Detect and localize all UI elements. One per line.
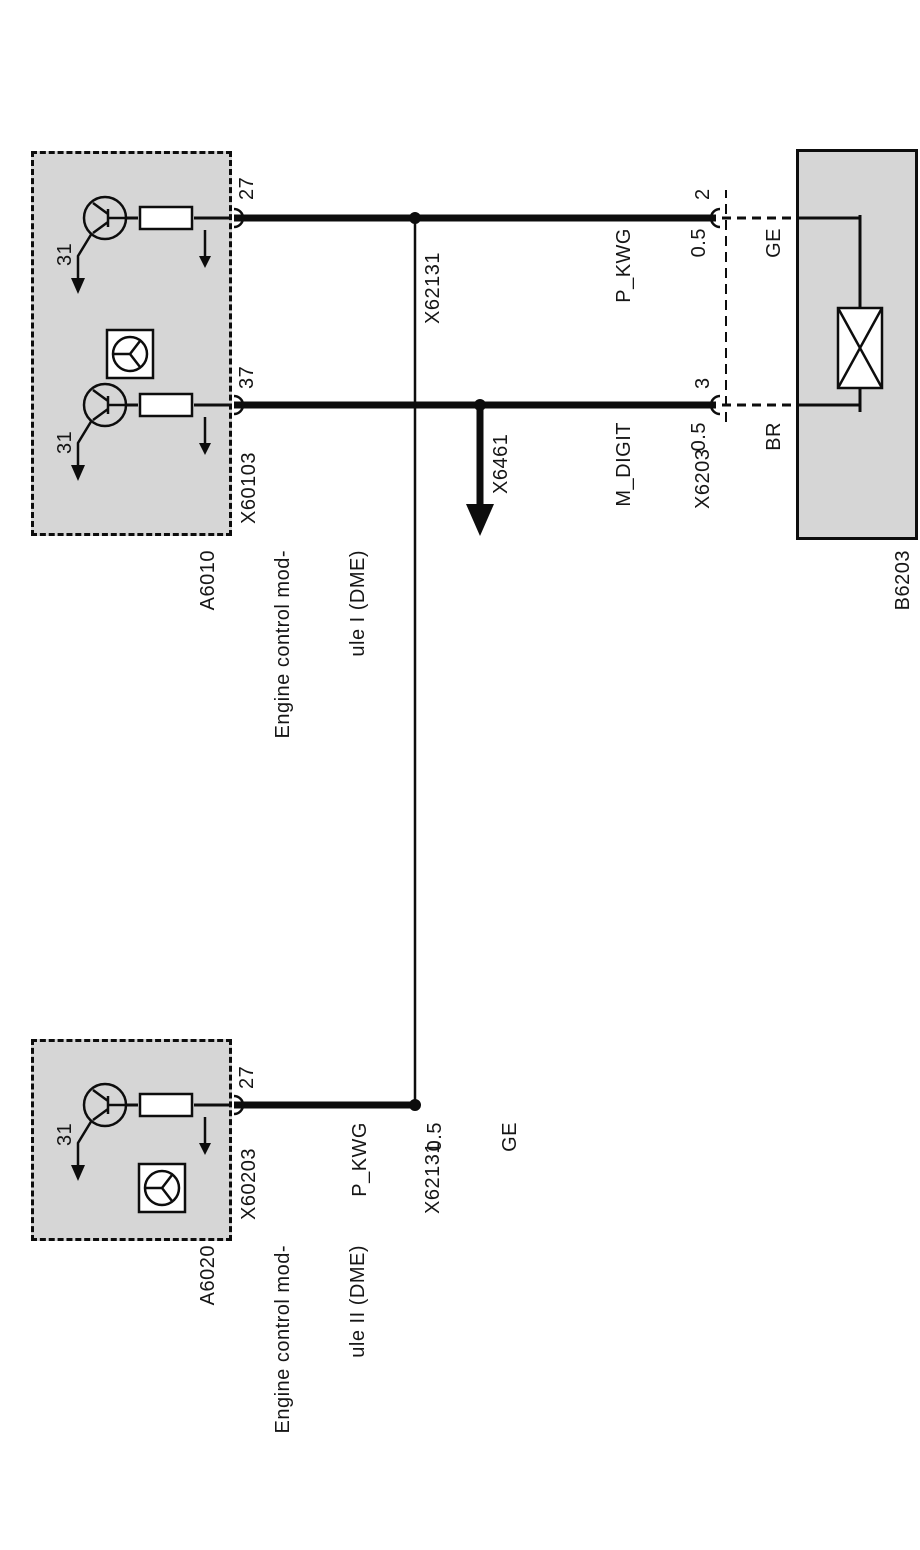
connector-arc-icon [709,394,721,416]
continuation-id: X6461 [490,433,512,494]
module2-pin27-circuit [71,1082,211,1181]
module1-name-line1: Engine control mod- [272,550,294,739]
module1-electronics-icon [105,328,155,380]
signal-arrow-icon [199,1143,211,1155]
signal-arrow-icon [199,443,211,455]
module2-label: A6020 Engine control mod- ule II (DME) [146,1245,421,1487]
connector-arc-icon [233,1094,245,1116]
signal-arrow-icon [199,256,211,268]
module1-name-line2: ule I (DME) [347,550,369,657]
module2-ground-label: 31 [54,1122,76,1146]
module1-pin27-circuit [71,195,211,294]
connector-arc-icon [233,207,245,229]
ground-arrow-icon [71,278,85,294]
splice2-id: X62131 [422,1142,444,1214]
resistor-icon [138,392,194,418]
resistor-icon [138,1092,194,1118]
wire1-pkwg [127,207,860,229]
connector-arc-icon [233,394,245,416]
module1-pin27: 27 [236,176,258,200]
splice1-id: X62131 [422,252,444,324]
module1-pin37: 37 [236,365,258,389]
wire1-label: P_KWG 0.5 GE [562,228,837,360]
ground-arrow-icon [71,1165,85,1181]
sensor-id: B6203 [892,550,914,611]
sensor-connector: X6203 [692,448,714,509]
module2-connector: X60203 [238,1148,260,1220]
module2-id: A6020 [197,1245,219,1306]
sensor-pin3: 3 [692,377,714,389]
wire2-color: BR [763,422,785,451]
wire3-color: GE [499,1122,521,1152]
module1-connector: X60103 [238,452,260,524]
resistor-icon [138,205,194,231]
ground-arrow-icon [71,465,85,481]
module1-pin37-circuit [71,382,211,481]
wire2-signal: M_DIGIT [613,422,635,507]
junction-dot-icon [409,1099,421,1111]
module2-name-line2: ule II (DME) [347,1245,369,1358]
module2-electronics-icon [137,1162,187,1214]
junction-dot-icon [409,212,421,224]
connector-arc-icon [709,207,721,229]
wire1-color: GE [763,228,785,258]
wire1-size: 0.5 [688,228,710,258]
sensor-label: B6203 Crankshaft sensor [836,550,920,792]
crankshaft-sensor-icon [836,215,884,412]
wire3-signal: P_KWG [349,1122,371,1197]
module1-id: A6010 [197,550,219,611]
continuation-arrow-icon [466,405,494,536]
module1-ground-label: 31 [54,430,76,454]
module1-ground-label: 31 [54,242,76,266]
module2-pin27: 27 [236,1065,258,1089]
wire2-mdigit [127,394,860,416]
wire1-signal: P_KWG [613,228,635,303]
wire3-pkwg [127,1094,415,1116]
module1-label: A6010 Engine control mod- ule I (DME) [146,550,421,792]
module2-name-line1: Engine control mod- [272,1245,294,1434]
sensor-pin2: 2 [692,188,714,200]
